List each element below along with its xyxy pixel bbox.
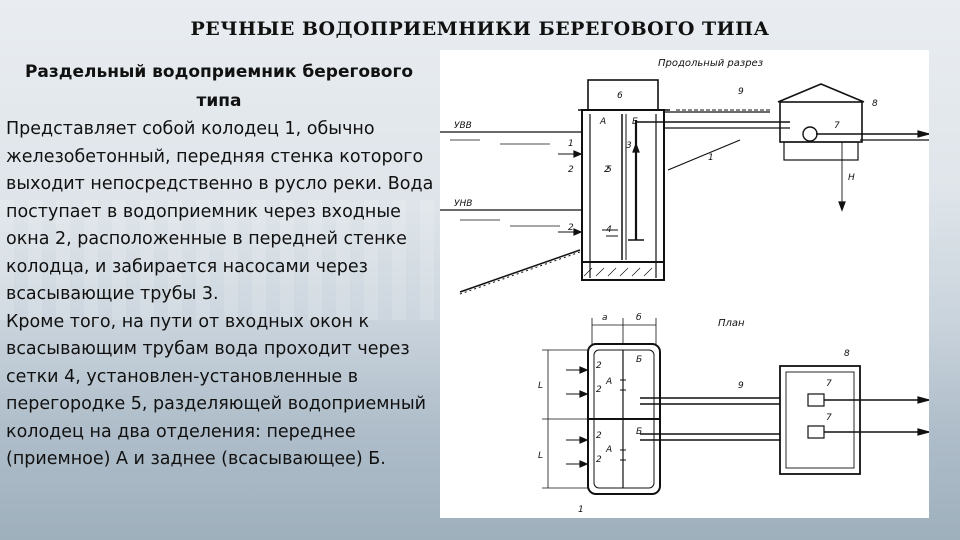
paragraph-2: Кроме того, на пути от входных окон к вс… [6,311,427,470]
dim-a: а [602,313,608,323]
plan-pump-1 [807,393,825,407]
label-6: 6 [617,91,623,101]
plan-label-A2: А [605,445,612,455]
plan-label-7b: 7 [826,413,832,423]
plan-pump-house [779,365,861,475]
riverbed-line [459,249,581,293]
dim-L1: L [538,381,543,391]
label-H: H [848,173,855,183]
plan-label-A1: А [605,377,612,387]
intake-diagram: Продольный разрез УВВ УНВ 6 А Б 1 2 2 2 … [440,50,929,518]
label-1-pipe: 1 [708,153,714,163]
background-haze [0,200,440,320]
plan-label-2a: 2 [596,361,602,371]
plan-caption: План [718,318,745,329]
dim-L2: L [538,451,543,461]
label-8: 8 [872,99,878,109]
plan-label-2c: 2 [596,431,602,441]
pump [802,126,818,142]
label-4: 4 [606,225,612,235]
plan-label-9: 9 [738,381,744,391]
label-3: 3 [626,141,632,151]
plan-label-2d: 2 [596,455,602,465]
plan-label-8: 8 [844,349,850,359]
plan-label-B1: Б [636,355,642,365]
label-A: А [599,117,606,127]
subtitle: Раздельный водоприемник берегового типа [24,62,414,111]
label-1: 1 [568,139,574,149]
pump-house [779,101,863,143]
dim-b: б [636,313,642,323]
label-2c: 2 [568,223,574,233]
superstructure [587,79,659,111]
low-water-label: УНВ [454,199,472,209]
plan-label-2b: 2 [596,385,602,395]
page-title: РЕЧНЫЕ ВОДОПРИЕМНИКИ БЕРЕГОВОГО ТИПА [190,18,770,40]
label-2a: 2 [568,165,574,175]
high-water-label: УВВ [454,121,472,131]
plan-label-1: 1 [578,505,584,515]
label-2b: 2 [604,165,610,175]
label-7: 7 [834,121,840,131]
description-text: Представляет собой колодец 1, обычно жел… [6,116,446,474]
intake-diagram-svg: Продольный разрез УВВ УНВ 6 А Б 1 2 2 2 … [440,58,929,515]
label-9: 9 [738,87,744,97]
label-5: 5 [606,165,612,175]
paragraph-1: Представляет собой колодец 1, обычно жел… [6,119,434,304]
plan-label-7a: 7 [826,379,832,389]
plan-pump-2 [807,425,825,439]
label-B: Б [632,117,638,127]
plan-label-B2: Б [636,427,642,437]
section-caption: Продольный разрез [658,58,763,69]
well-wall [581,109,665,281]
